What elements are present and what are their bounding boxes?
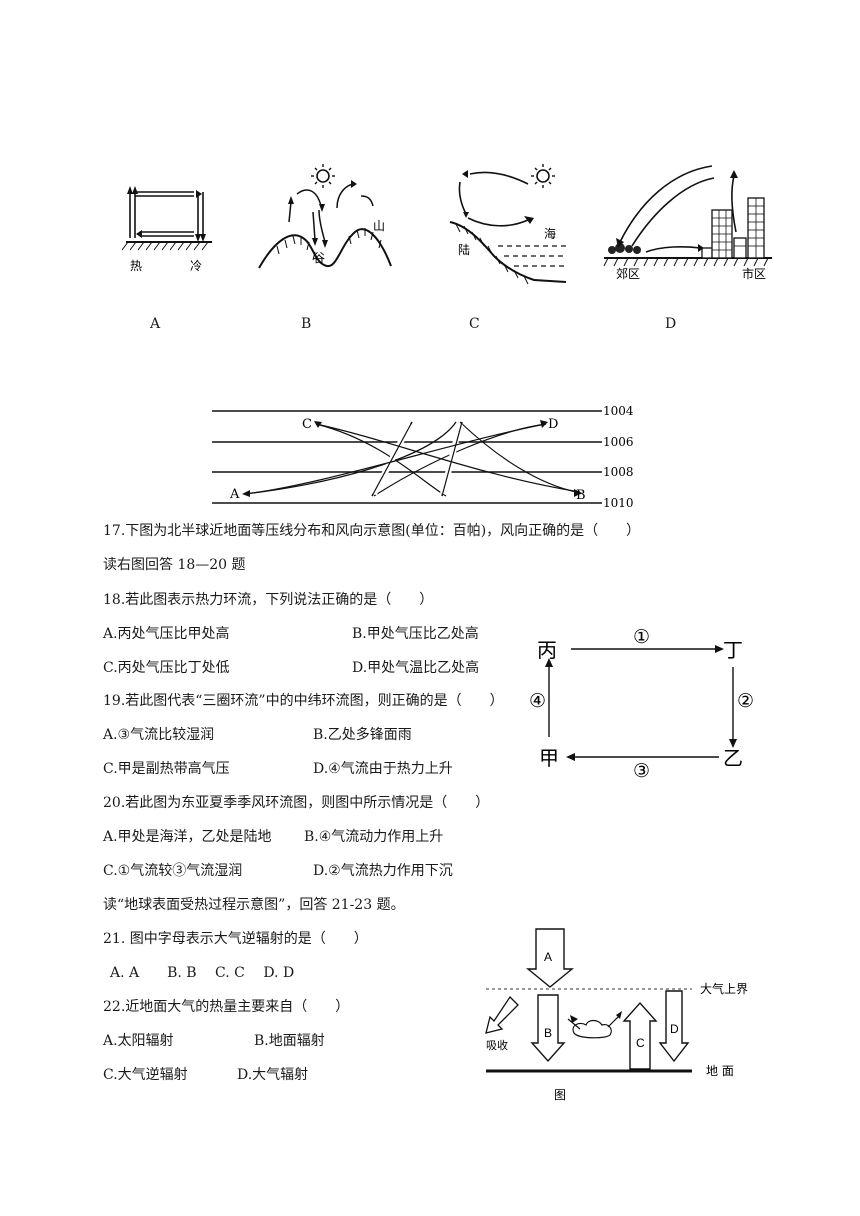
atmosphere-top-label: 大气上界 [700, 981, 748, 996]
figure-caption: 图 [554, 1088, 566, 1102]
figure-a-thermal-circulation: 热 冷 [121, 186, 212, 273]
q20-option-c: C.①气流较③气流湿润 [103, 863, 243, 879]
figure-d-city-label: 市区 [742, 266, 766, 281]
q22-option-c: C.大气逆辐射 [103, 1067, 188, 1083]
q18-option-a: A.丙处气压比甲处高 [103, 626, 230, 642]
isobar-value-1008: 1008 [603, 465, 634, 479]
question-17: 17.下图为北半球近地面等压线分布和风向示意图(单位：百帕)，风向正确的是（ ） [103, 523, 641, 539]
q20-option-a: A.甲处是海洋，乙处是陆地 [103, 829, 272, 845]
circulation-diagram: 丙 丁 甲 乙 ① ② ③ ④ [529, 626, 754, 782]
intro-21-23: 读“地球表面受热过程示意图”，回答 21-23 题。 [103, 897, 405, 913]
q22-option-b: B.地面辐射 [254, 1033, 325, 1049]
figure-c-land-label: 陆 [458, 242, 470, 257]
question-21: 21. 图中字母表示大气逆辐射的是（ ） [103, 931, 368, 947]
heating-arrow-d-label: D [670, 1022, 679, 1036]
absorb-label: 吸收 [486, 1038, 508, 1052]
heating-arrow-a-label: A [544, 950, 552, 964]
arrow-label-four: ④ [529, 690, 546, 712]
corner-bing: 丙 [537, 638, 557, 662]
q22-option-a: A.太阳辐射 [103, 1033, 174, 1049]
isobar-value-1004: 1004 [603, 404, 634, 418]
isobar-wind-diagram: C D A B 1004 1006 1008 1010 [212, 404, 634, 510]
figure-c-letter: C [469, 316, 480, 332]
q21-options: A. A B. B C. C D. D [110, 965, 295, 981]
figure-b-mountain-label: 山 [373, 219, 385, 233]
question-20: 20.若此图为东亚夏季季风环流图，则图中所示情况是（ ） [103, 795, 490, 811]
intro-18-20: 读右图回答 18—20 题 [103, 557, 246, 573]
q19-option-c: C.甲是副热带高气压 [103, 761, 230, 777]
heating-arrow-b-label: B [544, 1026, 552, 1040]
figure-a-cold-label: 冷 [190, 259, 202, 273]
figure-a-letter: A [150, 316, 161, 332]
figure-d-urban-heat-island: 郊区 市区 [603, 165, 772, 281]
q18-option-c: C.丙处气压比丁处低 [103, 660, 230, 676]
corner-ding: 丁 [723, 638, 743, 662]
q19-option-a: A.③气流比较湿润 [103, 727, 215, 743]
isobar-point-a: A [229, 487, 240, 502]
q19-option-b: B.乙处多锋面雨 [313, 727, 412, 743]
q22-option-d: D.大气辐射 [237, 1067, 309, 1083]
isobar-point-d: D [548, 417, 558, 432]
isobar-value-1006: 1006 [603, 435, 634, 449]
heating-process-diagram: A B C D 大气上界 吸收 地 面 图 [485, 928, 748, 1102]
corner-jia: 甲 [539, 746, 559, 770]
figure-b-letter: B [301, 316, 312, 332]
isobar-point-c: C [302, 417, 312, 432]
isobar-value-1010: 1010 [603, 496, 634, 510]
arrow-label-three: ③ [633, 760, 650, 782]
arrow-label-one: ① [633, 626, 650, 648]
figure-b-valley-breeze: 谷 山 [258, 164, 392, 269]
ground-label: 地 面 [706, 1064, 734, 1078]
figure-c-land-sea-breeze: 陆 海 [449, 164, 567, 285]
q20-option-b: B.④气流动力作用上升 [304, 829, 444, 845]
figure-b-valley-label: 谷 [313, 251, 325, 265]
corner-yi: 乙 [723, 746, 743, 770]
arrow-label-two: ② [737, 690, 754, 712]
question-18: 18.若此图表示热力环流，下列说法正确的是（ ） [103, 592, 434, 608]
isobar-point-b: B [576, 488, 586, 503]
q18-option-b: B.甲处气压比乙处高 [352, 626, 479, 642]
question-19: 19.若此图代表“三圈环流”中的中纬环流图，则正确的是（ ） [103, 693, 504, 709]
q19-option-d: D.④气流由于热力上升 [313, 761, 453, 777]
q20-option-d: D.②气流热力作用下沉 [313, 863, 453, 879]
figure-c-sea-label: 海 [544, 226, 556, 241]
q18-option-d: D.甲处气温比乙处高 [352, 660, 480, 676]
figure-d-letter: D [665, 316, 677, 332]
figure-d-suburb-label: 郊区 [616, 267, 640, 281]
figure-a-hot-label: 热 [130, 259, 142, 273]
heating-arrow-c-label: C [636, 1036, 645, 1050]
question-22: 22.近地面大气的热量主要来自（ ） [103, 999, 350, 1015]
